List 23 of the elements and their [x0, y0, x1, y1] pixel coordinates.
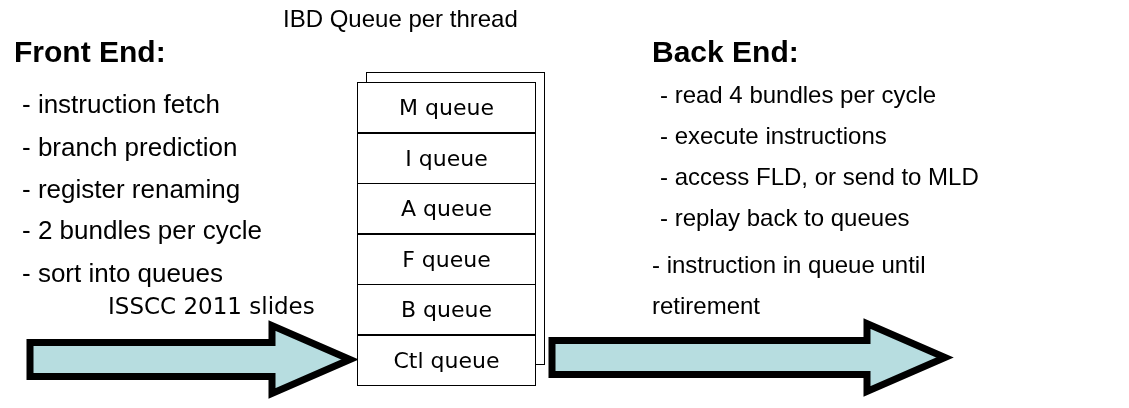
section-heading: Back End:: [652, 34, 799, 70]
block-arrow: [548, 318, 954, 397]
bullet-text: - execute instructions: [660, 121, 888, 151]
queue-label: A queue: [401, 196, 492, 221]
queue-label: M queue: [399, 95, 494, 120]
bullet-text: - instruction fetch: [22, 88, 221, 120]
bullet-text: - instruction in queue until retirement: [652, 250, 927, 321]
bullet-text: - branch prediction: [22, 131, 239, 163]
bullet-text: - access FLD, or send to MLD: [660, 162, 980, 192]
bullet-text: - sort into queues: [22, 257, 224, 289]
queue-label: B queue: [401, 297, 492, 322]
queue-row: [357, 334, 536, 386]
bullet-text: - read 4 bundles per cycle: [660, 80, 938, 110]
queue-label: Ctl queue: [393, 347, 500, 373]
source-note: ISSCC 2011 slides: [108, 293, 315, 319]
queue-stack-title: IBD Queue per thread: [283, 4, 518, 34]
bullet-text: - replay back to queues: [660, 203, 911, 233]
queue-label: F queue: [402, 246, 491, 272]
bullet-text: - 2 bundles per cycle: [22, 214, 263, 246]
bullet-text: - register renaming: [22, 173, 242, 205]
queue-label: I queue: [405, 145, 488, 171]
section-heading: Front End:: [14, 34, 166, 70]
block-arrow: [26, 320, 359, 399]
